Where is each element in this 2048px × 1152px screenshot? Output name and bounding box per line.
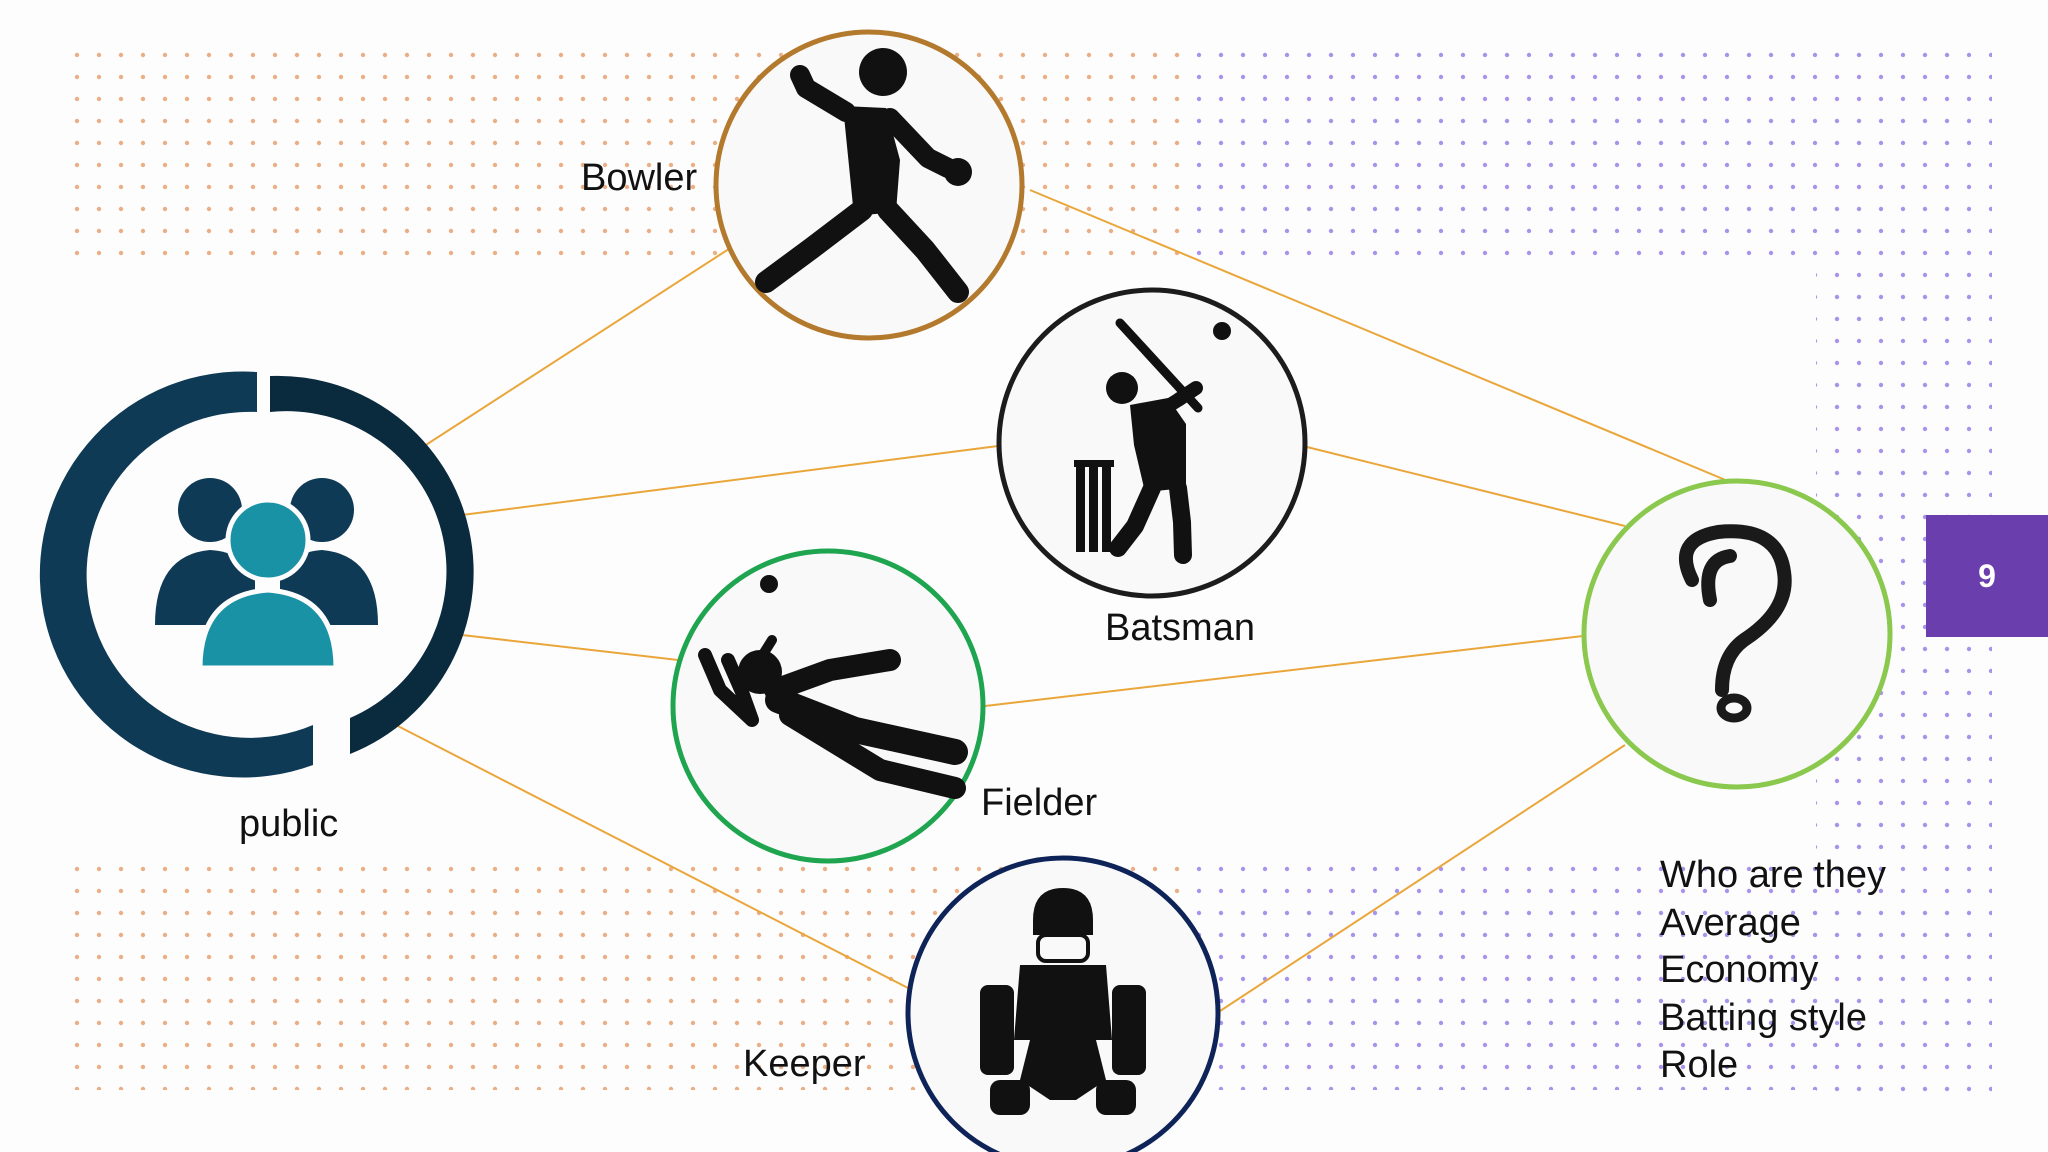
connector-public-bowler (414, 244, 736, 453)
keeper-label: Keeper (743, 1043, 866, 1085)
connector-public-keeper (391, 722, 909, 989)
question-node (1581, 478, 1893, 790)
batsman-label: Batsman (1105, 607, 1255, 649)
fielder-node (670, 548, 986, 864)
connector-batsman-question (1306, 446, 1626, 527)
question-item: Role (1660, 1044, 1739, 1086)
bowler-label: Bowler (581, 157, 698, 199)
question-mark-icon (1679, 524, 1792, 723)
question-ring (1581, 478, 1893, 790)
page-number-badge: 9 (1926, 515, 2048, 637)
connector-lines (391, 189, 1736, 1014)
question-item: Economy (1660, 949, 1819, 991)
people-group-icon (155, 478, 378, 671)
public-node (39, 371, 474, 778)
keeper-node (905, 855, 1221, 1152)
wicket-keeper-icon (980, 888, 1146, 1115)
question-list: Who are they Average Economy Batting sty… (1660, 852, 1886, 1090)
public-label: public (239, 803, 339, 845)
batsman-icon (1074, 318, 1231, 564)
question-item: Batting style (1660, 996, 1867, 1039)
fielder-icon (698, 575, 968, 799)
fielder-label: Fielder (981, 782, 1098, 824)
connector-public-fielder (461, 634, 679, 661)
connector-fielder-question (984, 635, 1584, 707)
question-item: Average (1660, 901, 1801, 944)
public-ring (39, 371, 314, 778)
connector-keeper-question (1216, 744, 1626, 1014)
public-ring-right (270, 375, 474, 754)
bowler-icon (755, 48, 972, 303)
connector-bowler-question (1029, 189, 1736, 485)
question-item: Who are they (1660, 854, 1886, 896)
connector-public-batsman (461, 445, 999, 516)
batsman-node (996, 287, 1308, 599)
bowler-node (713, 29, 1025, 341)
